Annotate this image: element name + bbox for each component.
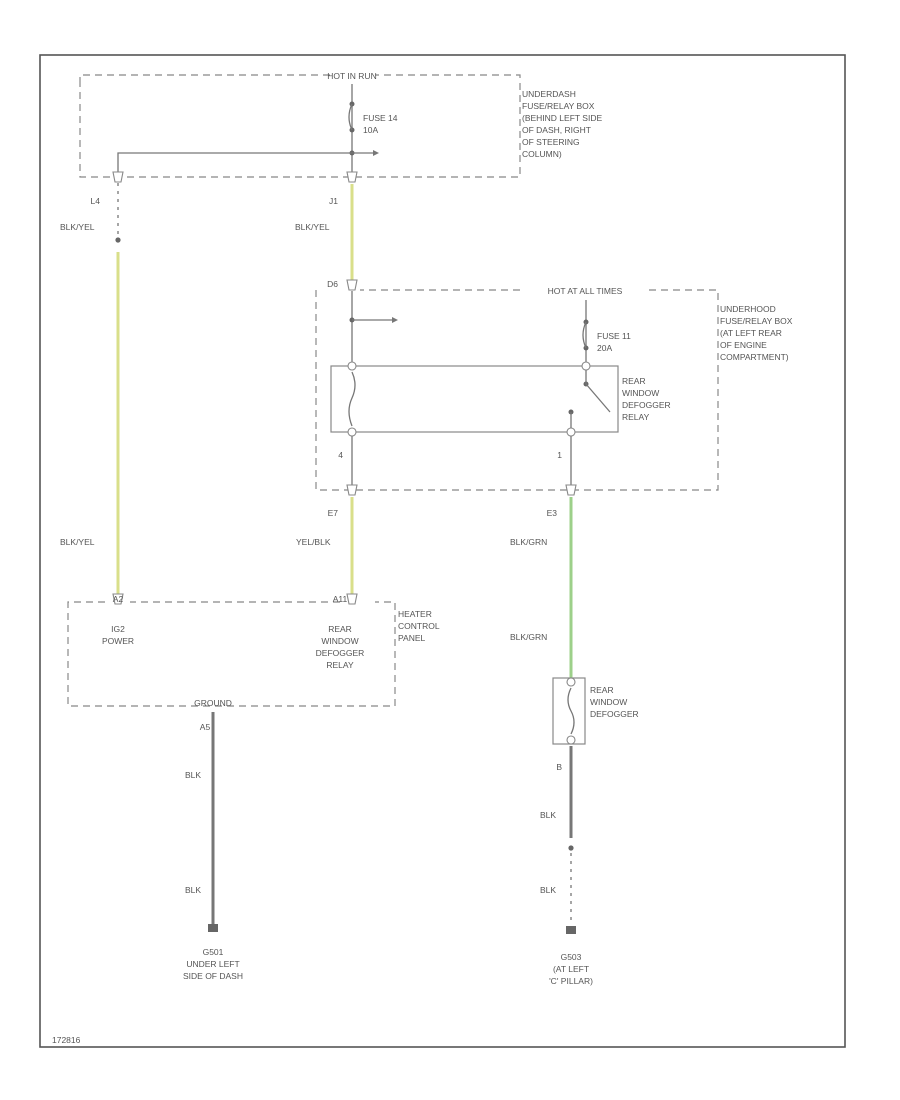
relay-coil <box>348 371 356 427</box>
svg-text:OF DASH, RIGHT: OF DASH, RIGHT <box>522 125 591 135</box>
wire-yel-blk: YEL/BLK <box>296 537 331 547</box>
rear-window-defogger <box>552 677 586 745</box>
e3-connector <box>565 484 577 496</box>
svg-text:OF ENGINE: OF ENGINE <box>720 340 767 350</box>
figure-id: 172816 <box>52 1035 81 1045</box>
underhood-fuse-box-outline <box>315 289 719 491</box>
svg-text:COMPARTMENT): COMPARTMENT) <box>720 352 789 362</box>
fuse-11-symbol <box>582 321 587 349</box>
fuse-14-symbol <box>348 103 353 131</box>
l4-connector <box>112 171 124 183</box>
svg-text:POWER: POWER <box>102 636 134 646</box>
wire-blk-grn-2: BLK/GRN <box>510 632 547 642</box>
wire-blk-4: BLK <box>540 885 556 895</box>
pin-l4-label: L4 <box>91 196 101 206</box>
wire-blk-yel-3: BLK/YEL <box>295 222 330 232</box>
heater-control-panel-label: HEATER CONTROL PANEL <box>398 609 440 643</box>
ig2-power-label: IG2 POWER <box>102 624 134 646</box>
svg-text:(AT LEFT REAR: (AT LEFT REAR <box>720 328 782 338</box>
relay-label: REAR WINDOW DEFOGGER RELAY <box>622 376 671 422</box>
wire-blk-yel-2: BLK/YEL <box>60 537 95 547</box>
svg-text:UNDERDASH: UNDERDASH <box>522 89 576 99</box>
fuse-11-rating: 20A <box>597 343 612 353</box>
svg-text:WINDOW: WINDOW <box>321 636 358 646</box>
ground-pin-label: GROUND <box>194 698 232 708</box>
svg-text:CONTROL: CONTROL <box>398 621 440 631</box>
l4-branch-wire <box>117 152 352 177</box>
wire-blk-1: BLK <box>185 770 201 780</box>
heater-control-panel-outline <box>67 601 396 707</box>
j1-connector <box>346 171 358 183</box>
svg-text:G501: G501 <box>203 947 224 957</box>
svg-text:'C' PILLAR): 'C' PILLAR) <box>549 976 593 986</box>
underdash-fuse-box-outline <box>79 74 521 178</box>
pin-a11-label: A11 <box>333 594 348 604</box>
svg-text:SIDE OF DASH: SIDE OF DASH <box>183 971 243 981</box>
splice-arrow-icon <box>373 150 379 156</box>
svg-text:OF STEERING: OF STEERING <box>522 137 580 147</box>
g503-ground-icon <box>566 926 576 934</box>
hot-in-run-label: HOT IN RUN <box>327 71 376 81</box>
svg-text:REAR: REAR <box>590 685 614 695</box>
pin-d6-label: D6 <box>327 279 338 289</box>
svg-text:WINDOW: WINDOW <box>590 697 627 707</box>
pin-b-label: B <box>556 762 562 772</box>
pin-4-label: 4 <box>338 450 343 460</box>
wire-blk-2: BLK <box>185 885 201 895</box>
pin-a5-label: A5 <box>200 722 211 732</box>
hot-at-all-times-label: HOT AT ALL TIMES <box>548 286 623 296</box>
svg-text:DEFOGGER: DEFOGGER <box>316 648 365 658</box>
svg-text:DEFOGGER: DEFOGGER <box>590 709 639 719</box>
pin-j1-label: J1 <box>329 196 338 206</box>
wire-blk-3: BLK <box>540 810 556 820</box>
fuse-14-rating: 10A <box>363 125 378 135</box>
g501-ground-label: G501 UNDER LEFT SIDE OF DASH <box>183 947 243 981</box>
svg-text:FUSE/RELAY BOX: FUSE/RELAY BOX <box>720 316 793 326</box>
defogger-element-icon <box>567 687 575 735</box>
rear-window-defogger-relay <box>330 365 619 433</box>
svg-text:DEFOGGER: DEFOGGER <box>622 400 671 410</box>
g501-ground-icon <box>208 924 218 932</box>
svg-text:RELAY: RELAY <box>622 412 650 422</box>
a2-connector <box>112 593 124 605</box>
pin-1-label: 1 <box>557 450 562 460</box>
svg-text:G503: G503 <box>561 952 582 962</box>
e7-connector <box>346 484 358 496</box>
svg-text:REAR: REAR <box>622 376 646 386</box>
svg-text:UNDERHOOD: UNDERHOOD <box>720 304 776 314</box>
svg-text:FUSE/RELAY BOX: FUSE/RELAY BOX <box>522 101 595 111</box>
heater-relay-label: REAR WINDOW DEFOGGER RELAY <box>316 624 365 670</box>
defogger-label: REAR WINDOW DEFOGGER <box>590 685 639 719</box>
svg-text:IG2: IG2 <box>111 624 125 634</box>
a11-connector <box>346 593 358 605</box>
svg-text:HEATER: HEATER <box>398 609 432 619</box>
svg-text:(AT LEFT: (AT LEFT <box>553 964 589 974</box>
svg-text:RELAY: RELAY <box>326 660 354 670</box>
pin-a2-label: A2 <box>113 594 124 604</box>
svg-text:PANEL: PANEL <box>398 633 426 643</box>
splice-arrow-icon-2 <box>392 317 398 323</box>
underhood-box-label: UNDERHOOD FUSE/RELAY BOX (AT LEFT REAR O… <box>720 304 793 362</box>
svg-text:UNDER LEFT: UNDER LEFT <box>186 959 239 969</box>
svg-text:REAR: REAR <box>328 624 352 634</box>
d6-connector <box>346 279 358 291</box>
g503-ground-label: G503 (AT LEFT 'C' PILLAR) <box>549 952 593 986</box>
wire-blk-yel-1: BLK/YEL <box>60 222 95 232</box>
svg-text:(BEHIND LEFT SIDE: (BEHIND LEFT SIDE <box>522 113 602 123</box>
underdash-fuse-box-outline-top <box>79 74 330 80</box>
fuse-11-label: FUSE 11 <box>597 331 631 341</box>
underdash-box-label: UNDERDASH FUSE/RELAY BOX (BEHIND LEFT SI… <box>522 89 602 159</box>
svg-text:WINDOW: WINDOW <box>622 388 659 398</box>
relay-switch-contact <box>585 383 611 413</box>
pin-e3-label: E3 <box>547 508 558 518</box>
wire-blk-grn-1: BLK/GRN <box>510 537 547 547</box>
svg-text:COLUMN): COLUMN) <box>522 149 562 159</box>
fuse-14-label: FUSE 14 <box>363 113 398 123</box>
diagram-frame <box>39 54 846 1048</box>
pin-e7-label: E7 <box>328 508 339 518</box>
